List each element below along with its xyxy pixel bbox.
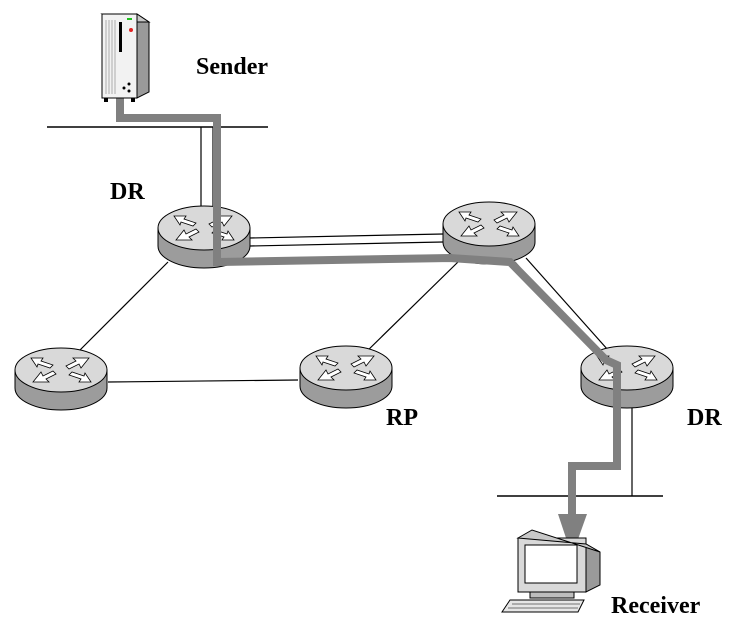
router-links (71, 127, 633, 496)
dr-top-label: DR (110, 179, 145, 205)
router-rp (299, 345, 393, 409)
server-icon (100, 13, 151, 102)
sender-label: Sender (196, 54, 268, 80)
computer-icon (501, 529, 601, 613)
arrow-down-icon (558, 514, 587, 556)
router-dr-right (580, 345, 674, 409)
receiver-label: Receiver (611, 593, 701, 619)
rp-label: RP (386, 405, 418, 431)
lan-segments (47, 126, 663, 497)
router-left (14, 347, 108, 411)
dr-right-label: DR (687, 405, 722, 431)
multicast-path (116, 82, 621, 556)
